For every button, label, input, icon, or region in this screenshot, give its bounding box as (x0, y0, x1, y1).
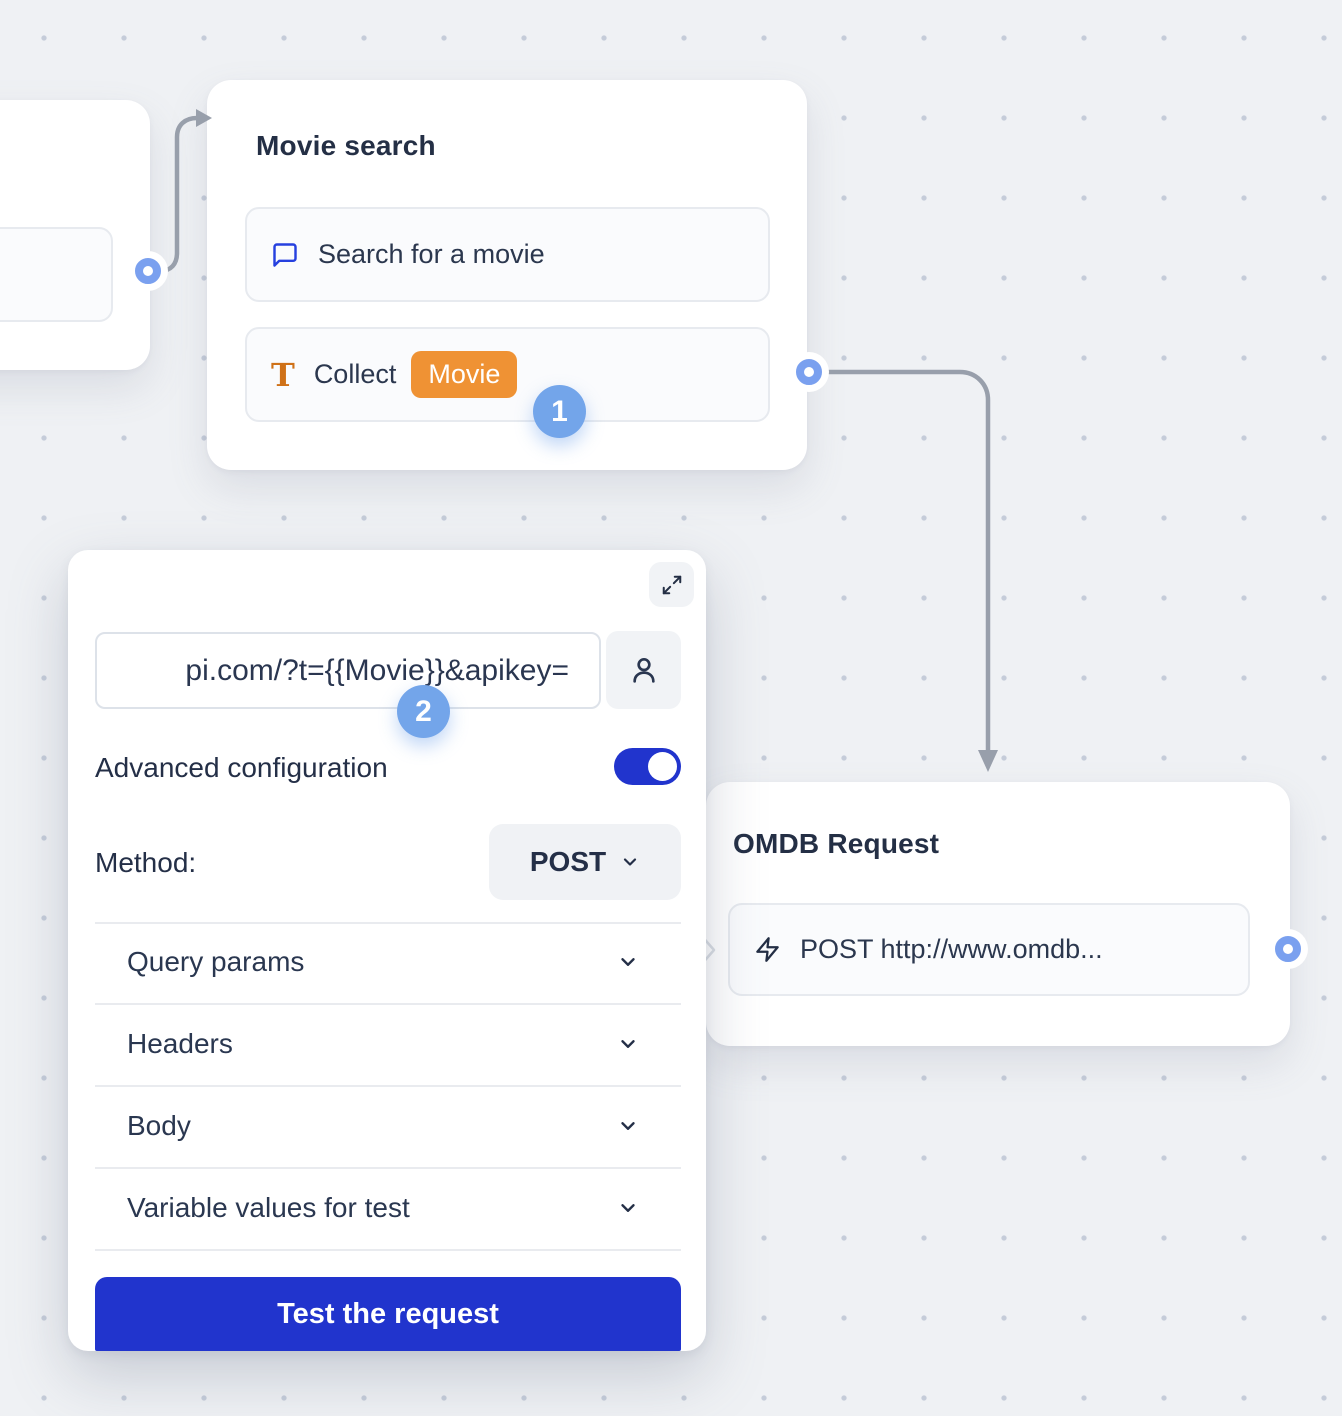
section-label: Variable values for test (127, 1192, 410, 1223)
expand-button[interactable] (649, 562, 694, 607)
user-variable-button[interactable] (606, 631, 681, 709)
divider (95, 922, 681, 924)
partial-node-card[interactable] (0, 100, 150, 370)
divider (95, 1167, 681, 1169)
divider (95, 1003, 681, 1005)
person-icon (632, 658, 655, 683)
wire-1 (147, 115, 200, 274)
section-variable-values[interactable]: Variable values for test (95, 1169, 681, 1247)
section-body[interactable]: Body (95, 1087, 681, 1165)
variable-chip-movie[interactable]: Movie (411, 350, 518, 399)
expand-icon (662, 575, 681, 594)
node-movie-search[interactable]: Movie search Search for a movie T Collec… (207, 80, 807, 470)
webhook-config-panel[interactable]: pi.com/?t={{Movie}}&apikey= Advanced con… (68, 550, 706, 1351)
step-badge-1: 1 (533, 385, 586, 438)
node-title: OMDB Request (733, 828, 940, 859)
wire-2 (819, 369, 991, 753)
chevron-down-icon (624, 858, 637, 866)
advanced-configuration-toggle[interactable] (614, 748, 681, 785)
method-label: Method: (95, 847, 197, 878)
arrowhead-down-icon (978, 750, 998, 772)
chevron-down-icon (621, 1204, 635, 1212)
block-label: POST http://www.omdb... (800, 934, 1103, 964)
step-badge-2: 2 (397, 685, 450, 738)
block-collect-movie[interactable]: T Collect Movie (245, 327, 770, 422)
test-request-button[interactable]: Test the request (95, 1277, 681, 1351)
block-search-for-movie[interactable]: Search for a movie (245, 207, 770, 302)
block-label: Collect (313, 359, 397, 389)
node-omdb-request[interactable]: OMDB Request POST http://www.omdb... (706, 782, 1290, 1046)
section-query-params[interactable]: Query params (95, 923, 681, 1001)
chevron-down-icon (621, 1040, 635, 1048)
url-input[interactable]: pi.com/?t={{Movie}}&apikey= (95, 632, 601, 709)
block-label: Search for a movie (318, 239, 545, 269)
chat-bubble-icon (273, 242, 297, 267)
section-headers[interactable]: Headers (95, 1005, 681, 1083)
section-label: Query params (127, 946, 305, 977)
toggle-knob (648, 752, 677, 781)
node-title: Movie search (256, 130, 436, 161)
divider (95, 1249, 681, 1251)
method-value: POST (529, 846, 607, 877)
section-label: Body (127, 1110, 191, 1141)
partial-node-item[interactable] (0, 227, 113, 322)
lightning-icon (756, 937, 779, 962)
url-input-value: pi.com/?t={{Movie}}&apikey= (185, 653, 569, 687)
chevron-down-icon (621, 1122, 635, 1130)
chevron-down-icon (621, 958, 635, 966)
section-label: Headers (127, 1028, 233, 1059)
text-collect-icon: T (271, 355, 295, 394)
block-webhook-post[interactable]: POST http://www.omdb... (728, 903, 1250, 996)
advanced-configuration-label: Advanced configuration (95, 752, 388, 783)
divider (95, 1085, 681, 1087)
method-select[interactable]: POST (489, 824, 681, 900)
